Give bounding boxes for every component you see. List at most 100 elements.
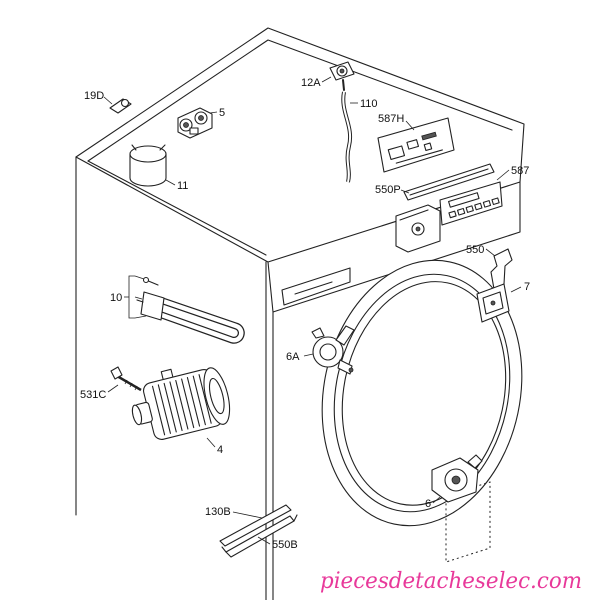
part-12A-label: 12A bbox=[301, 77, 321, 89]
part-110-label: 110 bbox=[360, 98, 378, 110]
part-10-leader-screw bbox=[134, 275, 145, 280]
heater-tube-outline bbox=[154, 296, 245, 344]
motor-assembly bbox=[131, 367, 231, 440]
pcb-relay bbox=[387, 145, 406, 160]
pressure-switch-nozzle bbox=[342, 79, 345, 91]
inlet-valve-connector bbox=[189, 127, 199, 135]
program-selector-board bbox=[395, 204, 441, 253]
part-10-bracket bbox=[128, 275, 135, 319]
part-531C-leader bbox=[107, 384, 119, 393]
pcb-components bbox=[387, 131, 443, 164]
part-11-leader bbox=[165, 179, 176, 186]
pump-6A-outlet bbox=[311, 327, 325, 339]
pcb-capacitor bbox=[423, 142, 433, 152]
capacitor-tabs bbox=[131, 144, 166, 151]
capacitor-body bbox=[129, 154, 167, 187]
part-4-label: 4 bbox=[217, 444, 223, 456]
hose-core bbox=[342, 91, 352, 183]
part-19D-cap bbox=[120, 98, 130, 108]
part-4-motor: 4 bbox=[131, 367, 231, 456]
pump-6A-body bbox=[312, 336, 344, 368]
heater-tube-core bbox=[155, 297, 244, 343]
door-lock-pin bbox=[490, 300, 496, 306]
control-board-buttons bbox=[448, 192, 500, 219]
selector-board-edge bbox=[399, 209, 429, 221]
part-550P-label: 550P bbox=[375, 184, 401, 196]
part-6A-pump: 6A bbox=[286, 325, 355, 375]
pump-6A-inlet bbox=[335, 325, 355, 346]
bolt-thread bbox=[124, 379, 138, 391]
pump-6A-rotor bbox=[319, 343, 337, 361]
drain-pump-connector bbox=[467, 454, 483, 469]
pressure-switch-center bbox=[339, 68, 345, 74]
part-5-inlet-valve: 5 bbox=[177, 107, 225, 139]
control-button bbox=[465, 205, 474, 213]
part-12A-pressure-switch: 12A bbox=[301, 61, 355, 91]
bar-130B bbox=[219, 504, 292, 547]
motor-coil-line bbox=[181, 378, 195, 429]
heater-terminal bbox=[136, 299, 144, 303]
part-587-label: 587 bbox=[511, 165, 529, 177]
door-middle-ring bbox=[333, 273, 511, 513]
part-550-leader bbox=[485, 248, 496, 257]
part-7-door-lock: 7 bbox=[476, 281, 530, 323]
pcb-chip bbox=[406, 139, 420, 150]
door-lock-face bbox=[482, 291, 504, 315]
selector-shaft bbox=[415, 226, 421, 232]
cabinet-top-rim-outer bbox=[75, 27, 525, 183]
part-19D: 19D bbox=[84, 90, 132, 114]
part-5-leader bbox=[209, 111, 218, 114]
part-550-label: 550 bbox=[466, 244, 484, 256]
part-7-label: 7 bbox=[524, 281, 530, 293]
cabinet-top-left-edge bbox=[75, 156, 269, 263]
part-4-leader bbox=[206, 437, 216, 448]
control-button bbox=[482, 200, 492, 208]
pump-6A-terminal bbox=[348, 367, 354, 373]
watermark: piecesdetacheselec.com bbox=[320, 569, 582, 594]
motor-coil-line bbox=[198, 374, 212, 424]
part-6A-leader bbox=[303, 353, 314, 357]
part-587H-leader bbox=[405, 120, 415, 131]
part-110-hose: 110 bbox=[341, 91, 378, 183]
detergent-drawer bbox=[281, 267, 351, 306]
part-130B-label: 130B bbox=[205, 506, 231, 518]
motor-coil-line bbox=[186, 377, 201, 427]
part-587H-circuit-board: 587H bbox=[377, 113, 455, 173]
part-6-leader bbox=[432, 496, 441, 504]
part-550P-leader bbox=[400, 189, 410, 194]
motor-coil-line bbox=[151, 385, 166, 436]
bolt-head bbox=[110, 366, 123, 380]
part-587-control-board: 587 bbox=[439, 165, 529, 226]
bolt-shaft bbox=[116, 374, 142, 392]
control-button bbox=[474, 202, 483, 211]
bar-550B-hooks bbox=[221, 514, 298, 553]
motor-coil-line bbox=[192, 375, 206, 426]
part-10-leader-flange bbox=[134, 296, 143, 300]
control-button bbox=[448, 210, 457, 219]
cabinet bbox=[75, 27, 525, 600]
motor-coil-line bbox=[163, 382, 177, 433]
part-531C-label: 531C bbox=[80, 389, 106, 401]
pcb-trace bbox=[395, 149, 443, 164]
part-130B-leader bbox=[232, 511, 263, 519]
motor-end-cap-inner bbox=[208, 377, 225, 415]
part-5-label: 5 bbox=[219, 107, 225, 119]
drain-pump-impeller bbox=[451, 475, 461, 485]
part-19D-leader bbox=[103, 96, 113, 105]
pcb-connector bbox=[421, 131, 437, 141]
part-130B-bar: 130B bbox=[205, 504, 292, 547]
control-button bbox=[456, 207, 466, 216]
capacitor-top bbox=[129, 145, 167, 163]
part-6-label: 6 bbox=[425, 498, 431, 510]
control-display bbox=[448, 192, 480, 208]
panel-strip-edge bbox=[409, 168, 489, 196]
part-587H-label: 587H bbox=[378, 113, 404, 125]
motor-coil-line bbox=[157, 384, 171, 434]
part-7-leader bbox=[510, 286, 522, 293]
part-6A-label: 6A bbox=[286, 351, 300, 363]
part-11-label: 11 bbox=[177, 180, 188, 192]
part-10-leader-element bbox=[134, 315, 147, 319]
part-11-capacitor: 11 bbox=[129, 144, 188, 192]
cabinet-top-left-edge-inner bbox=[87, 160, 267, 256]
